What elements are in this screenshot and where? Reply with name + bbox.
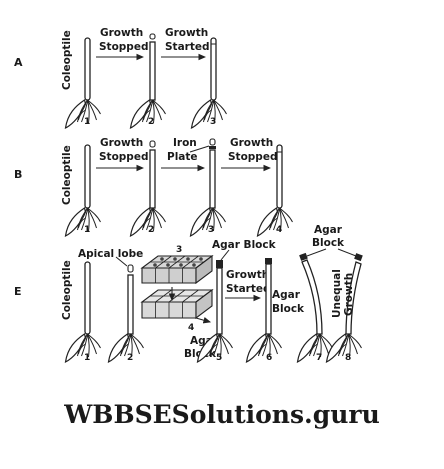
watermark: WBBSESolutions.guru	[64, 400, 380, 429]
agar-block-right-line1: Agar	[314, 224, 343, 236]
agar-block-bottom	[140, 288, 214, 320]
number-e6: 6	[266, 353, 272, 363]
apical-lobe-label: Apical lobe	[78, 248, 143, 260]
seedling-b1	[64, 144, 102, 237]
arrow-label-b2-line2: Plate	[167, 151, 198, 163]
number-e2: 2	[127, 353, 133, 363]
seedling-e5	[196, 260, 234, 363]
unequal-growth-line1: Unequal	[331, 269, 343, 318]
number-e4: 4	[188, 323, 194, 333]
number-b4: 4	[276, 225, 282, 235]
seedling-e6	[245, 258, 283, 363]
agar-block-right-line2: Block	[312, 237, 345, 249]
coleoptile-experiment-diagram: A Coleoptile Growth Stopped Growth Start…	[14, 27, 363, 363]
coleoptile-label-b: Coleoptile	[61, 145, 73, 205]
seedling-e1	[64, 261, 102, 363]
row-a: A Coleoptile Growth Stopped Growth Start…	[14, 27, 228, 129]
number-e7: 7	[316, 353, 322, 363]
number-e5: 5	[216, 353, 222, 363]
row-b: B Coleoptile Growth Stopped Iron	[14, 137, 294, 237]
seedling-b2	[129, 140, 167, 237]
growth-started-line1: Growth	[226, 269, 269, 281]
number-b1: 1	[84, 225, 90, 235]
number-e1: 1	[84, 353, 90, 363]
number-a1: 1	[84, 117, 90, 127]
number-b3: 3	[208, 225, 214, 235]
row-letter-b: B	[14, 168, 22, 181]
number-b2: 2	[148, 225, 154, 235]
row-letter-e: E	[14, 285, 22, 298]
seedling-b4	[256, 144, 294, 237]
seedling-e8	[325, 253, 363, 363]
seedling-b3	[189, 138, 227, 237]
arrow-label-a2-line2: Started	[165, 41, 210, 53]
number-e8: 8	[345, 353, 351, 363]
unequal-growth-line2: Growth	[343, 273, 355, 316]
number-a2: 2	[148, 117, 154, 127]
arrow-label-b3-line2: Stopped	[228, 151, 277, 163]
agar-block-mid-line1: Agar	[272, 289, 301, 301]
number-e3: 3	[176, 245, 182, 255]
row-e: E Coleoptile Apical lobe	[14, 224, 363, 363]
coleoptile-label-e: Coleoptile	[61, 260, 73, 320]
row-letter-a: A	[14, 56, 23, 69]
agar-block-mid-line2: Block	[272, 303, 305, 315]
number-a3: 3	[210, 117, 216, 127]
growth-started-line2: Started	[226, 283, 271, 295]
seedling-e2	[107, 264, 145, 363]
arrow-label-b1-line1: Growth	[100, 137, 143, 149]
seedling-a2	[129, 33, 167, 129]
seedling-a1	[64, 37, 102, 129]
seedling-a3	[190, 37, 228, 129]
arrow-label-b3-line1: Growth	[230, 137, 273, 149]
seedling-e7	[296, 252, 334, 363]
coleoptile-label-a: Coleoptile	[61, 30, 73, 90]
agar-block-top-label: Agar Block	[212, 239, 277, 251]
arrow-label-b2-line1: Iron	[173, 137, 197, 149]
agar-block-top	[140, 254, 214, 285]
arrow-label-b1-line2: Stopped	[99, 151, 148, 163]
arrow-label-a1-line2: Stopped	[99, 41, 148, 53]
arrow-label-a2-line1: Growth	[165, 27, 208, 39]
arrow-label-a1-line1: Growth	[100, 27, 143, 39]
